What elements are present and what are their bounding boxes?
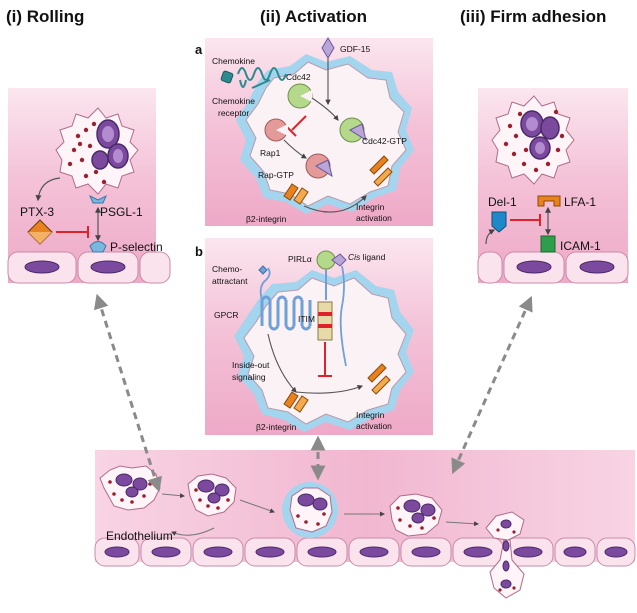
label-rap-gtp: Rap-GTP <box>258 170 294 180</box>
chemokine-icon <box>220 70 234 84</box>
gpcr-icon <box>260 295 312 331</box>
label-rap1: Rap1 <box>260 148 281 158</box>
chemokine-receptor-icon <box>237 67 287 89</box>
label-del1: Del-1 <box>488 195 517 209</box>
psgl1-icon <box>89 194 107 204</box>
p-selectin-icon <box>89 241 107 253</box>
title-rolling: (i) Rolling <box>6 7 84 26</box>
title-firm-adhesion: (iii) Firm adhesion <box>460 7 606 26</box>
bottom-vessel: Endothelium <box>94 450 636 599</box>
label-endothelium: Endothelium <box>106 529 173 543</box>
label-chemokine-receptor-1: Chemokine <box>212 96 255 106</box>
connector-adhesion <box>451 295 533 475</box>
activated-integrin-icon-b <box>367 363 391 395</box>
cis-rest: ligand <box>360 252 385 262</box>
label-chemoattractant-2: attractant <box>212 276 248 286</box>
rolling-panel: PSGL-1 PTX-3 P-selectin <box>7 88 171 284</box>
label-chemoattractant-1: Chemo- <box>212 264 242 274</box>
label-pirla: PIRLα <box>288 254 312 264</box>
panel-b-letter: b <box>195 244 203 259</box>
itim-icon <box>317 301 333 341</box>
endothelial-layer-right <box>477 251 629 284</box>
panel-a: a Chemokine Chemokine receptor GDF-15 Cd… <box>195 37 433 226</box>
endothelial-layer-left <box>7 251 171 284</box>
neutrophil-bottom-5-transmigrating <box>485 511 525 599</box>
label-ptx3: PTX-3 <box>20 205 54 219</box>
label-b2-integrin-a: β2-integrin <box>246 214 287 224</box>
label-inside-out-2: signaling <box>232 372 266 382</box>
activated-integrin-icon-a <box>369 155 393 187</box>
label-integrin-activation-a-1: Integrin <box>356 202 385 212</box>
label-cis-ligand: Cis ligand <box>348 252 386 262</box>
label-cdc42: Cdc42 <box>286 72 311 82</box>
pirla-alpha: α <box>307 254 312 264</box>
pirla-text: PIRL <box>288 254 307 264</box>
label-chemokine-receptor-2: receptor <box>218 108 249 118</box>
neutrophil-bottom-2 <box>187 473 237 517</box>
label-p-selectin: P-selectin <box>110 240 163 254</box>
title-activation: (ii) Activation <box>260 7 367 26</box>
label-psgl1: PSGL-1 <box>100 205 143 219</box>
label-itim: ITIM <box>298 314 315 324</box>
ptx3-icon <box>27 219 53 245</box>
label-lfa1: LFA-1 <box>564 195 596 209</box>
b2-integrin-icon-b <box>283 391 309 413</box>
del1-icon <box>491 211 507 233</box>
icam1-icon <box>540 235 556 253</box>
neutrophil-bottom-3 <box>282 482 338 538</box>
b2-integrin-icon-a <box>283 183 309 205</box>
label-integrin-activation-b-1: Integrin <box>356 410 385 420</box>
label-gpcr: GPCR <box>214 310 239 320</box>
cis-italic: Cis <box>348 252 361 262</box>
cis-ligand-icon <box>331 253 347 267</box>
cell-a <box>245 61 407 207</box>
panel-a-letter: a <box>195 42 203 57</box>
label-inside-out-1: Inside-out <box>232 360 270 370</box>
panel-b: b Chemo- attractant GPCR PIRLα Cis ligan… <box>195 238 433 435</box>
adhesion-panel: LFA-1 Del-1 ICAM-1 <box>477 88 629 284</box>
lfa1-icon <box>537 195 561 207</box>
neutrophil-bottom-4 <box>389 493 443 537</box>
connector-rolling <box>94 293 162 493</box>
connector-arrows <box>94 293 533 493</box>
neutrophil-rolling <box>55 107 139 195</box>
label-gdf15: GDF-15 <box>340 44 371 54</box>
label-icam1: ICAM-1 <box>560 239 601 253</box>
label-b2-integrin-b: β2-integrin <box>256 422 297 432</box>
neutrophil-adhesion <box>491 95 575 185</box>
label-cdc42-gtp: Cdc42-GTP <box>362 136 407 146</box>
label-chemokine: Chemokine <box>212 56 255 66</box>
chemoattractant-icon <box>258 265 268 275</box>
label-integrin-activation-b-2: activation <box>356 421 392 431</box>
label-integrin-activation-a-2: activation <box>356 213 392 223</box>
